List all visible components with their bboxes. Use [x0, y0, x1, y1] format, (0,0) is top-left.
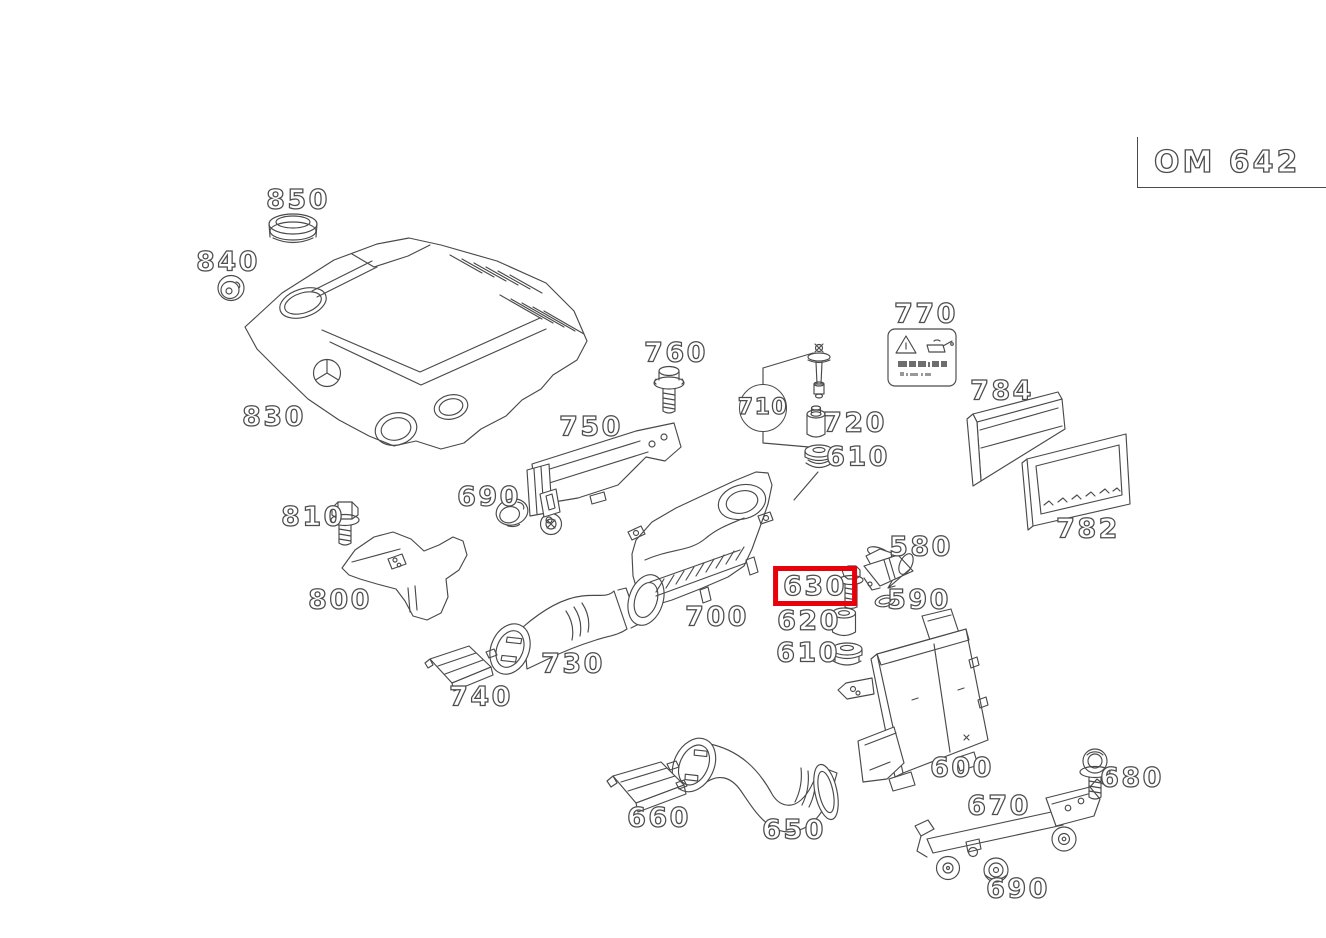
part-label-760[interactable]: 760	[643, 337, 708, 369]
part-label-580[interactable]: 580	[888, 531, 953, 563]
art-scoop-740	[424, 645, 498, 692]
part-label-650[interactable]: 650	[761, 814, 826, 846]
art-bushing-720	[806, 405, 826, 438]
part-label-690[interactable]: 690	[456, 481, 521, 513]
art-housing-600	[837, 608, 989, 792]
part-label-600[interactable]: 600	[929, 752, 994, 784]
part-label-800[interactable]: 800	[307, 584, 372, 616]
part-label-690[interactable]: 690	[985, 873, 1050, 905]
part-label-680[interactable]: 680	[1099, 762, 1164, 794]
engine-code-text: OM 642	[1153, 144, 1301, 180]
part-label-782[interactable]: 782	[1055, 513, 1120, 545]
part-label-840[interactable]: 840	[195, 246, 260, 278]
part-label-730[interactable]: 730	[540, 648, 605, 680]
art-grommet-610-lower	[831, 642, 863, 666]
part-label-750[interactable]: 750	[558, 411, 623, 443]
part-label-670[interactable]: 670	[966, 790, 1031, 822]
art-housing-700	[539, 471, 774, 626]
art-duct-730	[489, 587, 640, 675]
part-label-620[interactable]: 620	[776, 605, 841, 637]
art-bolt-810	[330, 501, 360, 546]
art-engine-cover-830	[244, 237, 588, 450]
engine-code-badge: OM 642	[1137, 137, 1326, 188]
art-grommet-690-bottom	[983, 857, 1009, 883]
art-grommet-690-upper	[495, 498, 529, 528]
art-filter-784	[966, 391, 1066, 487]
art-warning-label-770	[887, 328, 957, 387]
part-label-660[interactable]: 660	[626, 802, 691, 834]
part-label-810[interactable]: 810	[280, 501, 345, 533]
part-label-850[interactable]: 850	[265, 184, 330, 216]
part-label-610[interactable]: 610	[825, 441, 890, 473]
art-bracket-670	[914, 778, 1104, 881]
art-duct-650	[671, 737, 839, 833]
art-bolt-680	[1079, 748, 1111, 800]
part-label-610[interactable]: 610	[775, 637, 840, 669]
part-label-630[interactable]: 630	[773, 566, 857, 606]
art-bolt-760	[653, 365, 685, 414]
art-bracket-750	[526, 422, 682, 536]
part-label-700[interactable]: 700	[684, 601, 749, 633]
art-bracket-800	[341, 531, 468, 621]
part-label-740[interactable]: 740	[448, 681, 513, 713]
part-label-830[interactable]: 830	[241, 401, 306, 433]
art-sensor-580	[863, 546, 914, 591]
art-filter-782	[1021, 433, 1131, 531]
part-label-710[interactable]: 710	[737, 384, 787, 432]
art-grommet-840	[217, 274, 245, 302]
part-label-784[interactable]: 784	[969, 375, 1034, 407]
art-oring-590	[874, 594, 896, 608]
art-callout-710	[762, 343, 831, 448]
part-label-590[interactable]: 590	[886, 584, 951, 616]
art-sleeve-620	[831, 607, 857, 637]
art-grommet-610-upper	[793, 444, 834, 501]
part-label-770[interactable]: 770	[893, 298, 958, 330]
part-label-720[interactable]: 720	[822, 407, 887, 439]
art-cap-850	[268, 213, 318, 244]
art-scoop-660	[606, 760, 688, 813]
